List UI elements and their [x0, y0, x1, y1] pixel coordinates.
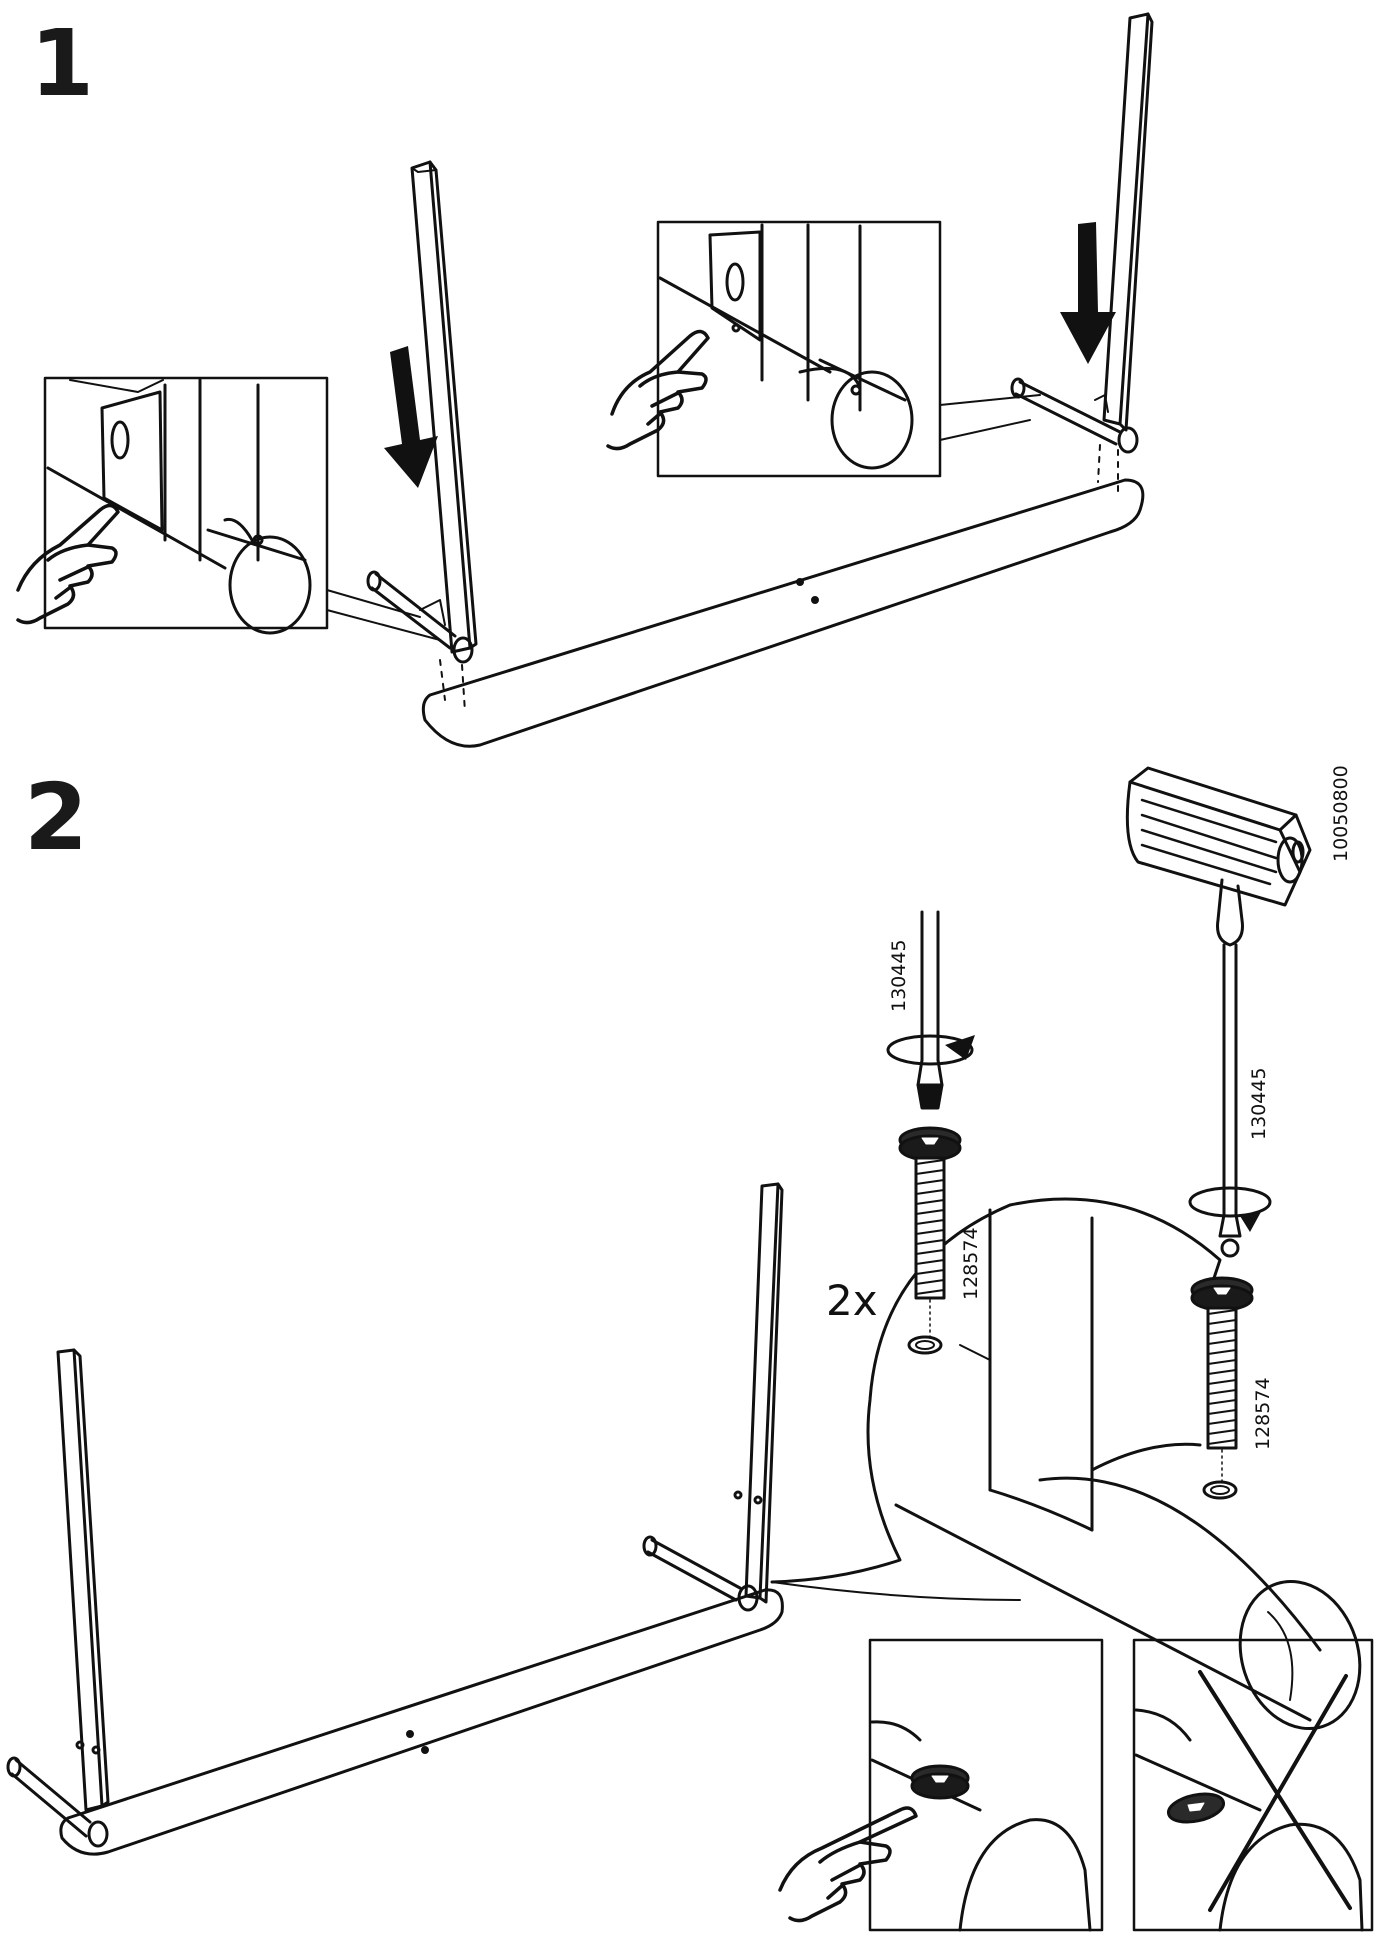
- base-board: [421, 478, 1145, 748]
- pointing-hand-icon: [16, 503, 120, 625]
- step-number-2: 2: [24, 764, 88, 871]
- bolt-left: [898, 1126, 962, 1339]
- rotate-arrow-icon: [945, 1035, 975, 1060]
- detail-box-right: [656, 220, 1041, 478]
- base-board: [59, 1588, 784, 1856]
- peg-right: [1014, 380, 1122, 446]
- peg-left: [370, 572, 457, 650]
- detail-callout: [770, 1197, 1222, 1584]
- step-number-1: 1: [30, 10, 94, 117]
- step-2-illustration: [6, 766, 1374, 1932]
- pointing-hand-icon: [606, 329, 710, 451]
- peg-cylinder: [894, 1476, 1322, 1722]
- step-1-illustration: [16, 12, 1154, 748]
- down-arrow-icon: [1060, 222, 1116, 364]
- cross-mark-icon: [1198, 1670, 1352, 1912]
- bolt-right: [1190, 1276, 1254, 1485]
- detail-box-left: [43, 376, 441, 641]
- pointing-hand-icon: [778, 1806, 918, 1923]
- detail-box-incorrect: [1132, 1638, 1374, 1932]
- bolt-quantity: 2x: [826, 1276, 878, 1325]
- detail-box-correct: [868, 1638, 1104, 1932]
- down-arrow-icon: [384, 346, 438, 488]
- hex-bit-tool: [886, 910, 975, 1110]
- allen-key-tool: [1125, 766, 1312, 1258]
- leg-right: [1102, 12, 1150, 426]
- rotate-arrow-icon: [1240, 1210, 1262, 1232]
